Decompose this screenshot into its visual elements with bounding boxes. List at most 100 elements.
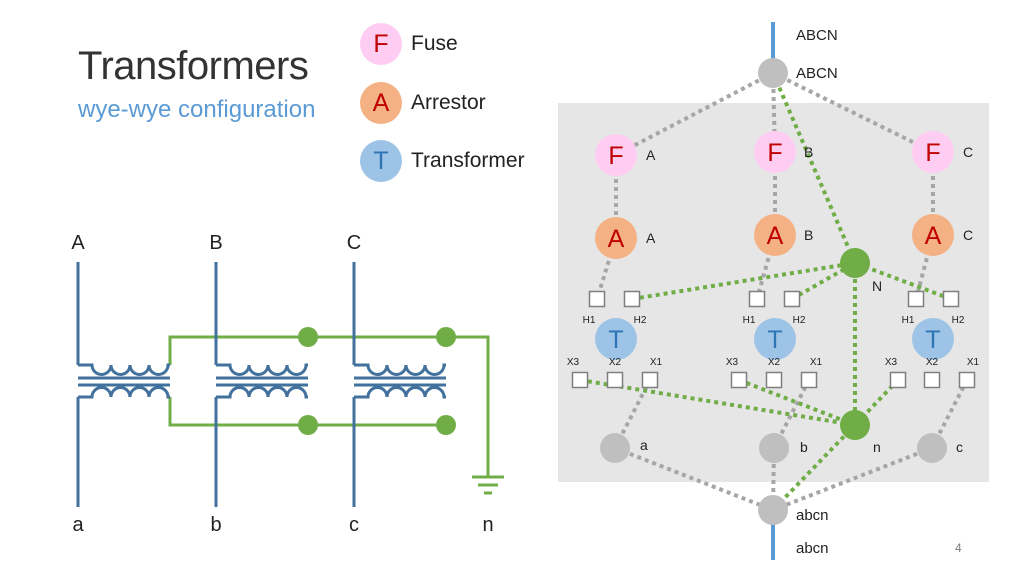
transformer-a-icon: T — [595, 318, 637, 360]
terminal-label-x2: X2 — [926, 357, 939, 368]
arrestor-a-icon: A — [595, 217, 637, 259]
neutral-wire — [631, 261, 856, 301]
legend-item-fuse: F Fuse — [360, 22, 458, 66]
terminal-x2 — [765, 371, 783, 389]
secondary-coil — [78, 386, 170, 399]
network-nodes: F A T F A T F A T — [595, 58, 954, 525]
terminal-label-x3: X3 — [885, 357, 898, 368]
fuse-icon: F — [360, 23, 402, 65]
arrestor-label-b: B — [804, 227, 813, 243]
top-bus-label: ABCN — [796, 27, 838, 44]
phase-label-a-bottom: a — [72, 514, 84, 536]
secondary-label-c: c — [956, 439, 963, 455]
transformer-c-icon: T — [912, 318, 954, 360]
legend-label: Arrestor — [411, 91, 486, 114]
terminal-label-x2: X2 — [768, 357, 781, 368]
neutral-secondary-node — [840, 410, 870, 440]
legend-label: Fuse — [411, 32, 458, 55]
terminal-h1 — [588, 290, 606, 308]
terminal-x3 — [730, 371, 748, 389]
phase-label-b-bottom: b — [210, 514, 221, 536]
phase-label-c-top: C — [347, 232, 361, 254]
primary-coil — [354, 363, 446, 376]
secondary-coil — [216, 386, 308, 399]
neutral-label-bottom: n — [482, 514, 493, 536]
neutral-wire — [579, 378, 856, 427]
neutral-junctions — [298, 327, 456, 435]
secondary-node-b — [759, 433, 789, 463]
fuse-label-a: A — [646, 147, 656, 163]
arrestor-b-icon: A — [754, 214, 796, 256]
terminal-h1 — [748, 290, 766, 308]
terminal-label-h2: H2 — [952, 315, 965, 326]
page-subtitle: wye-wye configuration — [78, 96, 316, 123]
terminal-h2 — [783, 290, 801, 308]
bottom-node-label: abcn — [796, 507, 829, 524]
terminal-label-h1: H1 — [583, 315, 596, 326]
phase-label-c-bottom: c — [349, 514, 359, 536]
neutral-wire — [854, 261, 952, 301]
phase-label-b-top: B — [209, 232, 222, 254]
terminal-label-x1: X1 — [810, 357, 823, 368]
arrestor-c-icon: A — [912, 214, 954, 256]
terminal-x3 — [889, 371, 907, 389]
primary-coil — [78, 363, 170, 376]
terminal-x1 — [958, 371, 976, 389]
secondary-node-c — [917, 433, 947, 463]
schematic-labels: A B C a b c n — [71, 232, 493, 536]
primary-neutral-bus — [168, 335, 490, 477]
secondary-coil — [354, 386, 446, 399]
connection-wires — [579, 71, 969, 512]
terminal-label-x1: X1 — [967, 357, 980, 368]
neutral-primary-node — [840, 248, 870, 278]
arrestor-label-a: A — [646, 230, 656, 246]
fuse-b-icon: F — [754, 131, 796, 173]
terminal-x3 — [571, 371, 589, 389]
transformer-winding-b — [214, 262, 308, 507]
terminal-label-x2: X2 — [609, 357, 622, 368]
junction-dot — [436, 415, 456, 435]
secondary-bus-node — [758, 495, 788, 525]
arrestor-label-c: C — [963, 227, 973, 243]
secondary-node-a — [600, 433, 630, 463]
legend-item-transformer: T Transformer — [360, 139, 525, 183]
neutral-wire — [771, 72, 857, 264]
bottom-bus-label: abcn — [796, 540, 829, 557]
legend-label: Transformer — [411, 149, 525, 172]
terminal-label-h1: H1 — [902, 315, 915, 326]
primary-coil — [216, 363, 308, 376]
fuse-c-icon: F — [912, 131, 954, 173]
junction-dot — [436, 327, 456, 347]
terminal-label-x3: X3 — [567, 357, 580, 368]
transformer-winding-c — [352, 262, 446, 507]
terminal-x2 — [606, 371, 624, 389]
transformer-windings — [76, 262, 446, 507]
arrestor-c-letter: A — [925, 222, 942, 250]
fuse-label-b: B — [804, 144, 813, 160]
fuse-a-letter: F — [608, 142, 623, 170]
phase-wire-a — [615, 71, 774, 157]
terminal-h1 — [907, 290, 925, 308]
neutral-primary-label: N — [872, 278, 882, 294]
secondary-label-a: a — [640, 437, 648, 453]
terminal-label-h1: H1 — [743, 315, 756, 326]
phase-label-a-top: A — [71, 232, 85, 254]
primary-bus-node — [758, 58, 788, 88]
terminal-x1 — [641, 371, 659, 389]
secondary-label-b: b — [800, 439, 808, 455]
arrestor-b-letter: A — [767, 222, 784, 250]
junction-dot — [298, 327, 318, 347]
terminal-h2 — [942, 290, 960, 308]
terminal-x1 — [800, 371, 818, 389]
terminal-boxes — [571, 290, 976, 389]
transformer-icon: T — [360, 140, 402, 182]
junction-dot — [298, 415, 318, 435]
fuse-c-letter: F — [925, 139, 940, 167]
page-title: Transformers — [78, 44, 309, 88]
neutral-wire — [771, 423, 857, 512]
fuse-a-icon: F — [595, 134, 637, 176]
transformer-b-icon: T — [754, 318, 796, 360]
arrestor-a-letter: A — [608, 225, 625, 253]
terminal-label-x3: X3 — [726, 357, 739, 368]
